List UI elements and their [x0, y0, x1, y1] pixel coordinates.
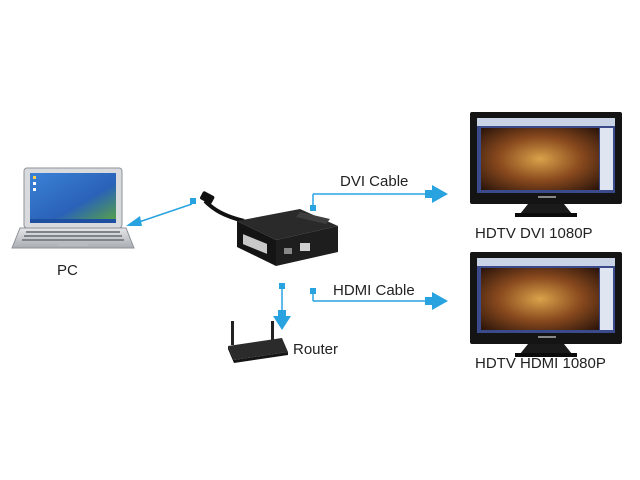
tv-hdmi-label: HDTV HDMI 1080P	[475, 355, 606, 372]
pc-label: PC	[57, 262, 78, 279]
flat-panel-tv-icon	[470, 252, 622, 357]
connector-dvi	[310, 185, 448, 211]
wireless-router-icon	[228, 321, 288, 363]
flat-panel-tv-icon	[470, 112, 622, 217]
tv-dvi-label: HDTV DVI 1080P	[475, 225, 593, 242]
connector-pc-adapter	[126, 198, 196, 226]
usb-multi-display-adapter-icon	[200, 191, 338, 266]
connector-hdmi	[310, 288, 448, 310]
router-label: Router	[293, 341, 339, 358]
laptop-icon	[11, 167, 135, 249]
dvi-cable-label: DVI Cable	[340, 173, 409, 190]
hdmi-cable-label: HDMI Cable	[333, 282, 415, 299]
connector-router	[273, 283, 291, 330]
